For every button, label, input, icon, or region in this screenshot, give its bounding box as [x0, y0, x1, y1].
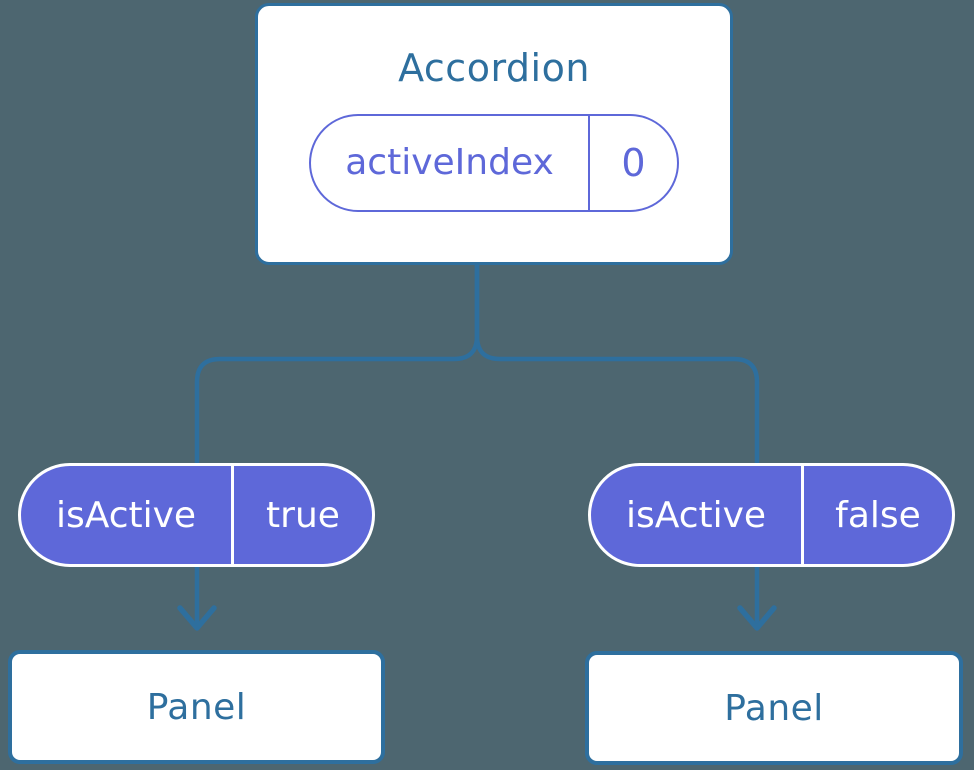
panel-card-left: Panel [8, 650, 385, 764]
prop-key-label: isActive [55, 494, 197, 536]
state-value-label: 0 [621, 140, 646, 185]
pill-divider [231, 466, 234, 564]
component-title: Accordion [398, 46, 590, 90]
prop-key-label: isActive [625, 494, 767, 536]
prop-pill-isactive-true: isActive true [18, 463, 375, 567]
prop-value-label: true [266, 494, 340, 536]
connector-right-branch [474, 264, 760, 627]
connector-left-branch [194, 264, 480, 627]
prop-value-label: false [835, 494, 921, 536]
state-pill-activeindex: activeIndex 0 [309, 113, 679, 212]
pill-divider [588, 115, 590, 210]
prop-pill-isactive-false: isActive false [588, 463, 955, 567]
panel-label: Panel [724, 687, 824, 729]
arrow-down-icon [737, 605, 777, 631]
accordion-component-card: Accordion activeIndex 0 [255, 3, 733, 265]
panel-label: Panel [146, 686, 247, 728]
panel-card-right: Panel [585, 651, 963, 765]
pill-divider [801, 466, 804, 564]
arrow-down-icon [177, 605, 217, 631]
state-key-label: activeIndex [345, 142, 554, 184]
